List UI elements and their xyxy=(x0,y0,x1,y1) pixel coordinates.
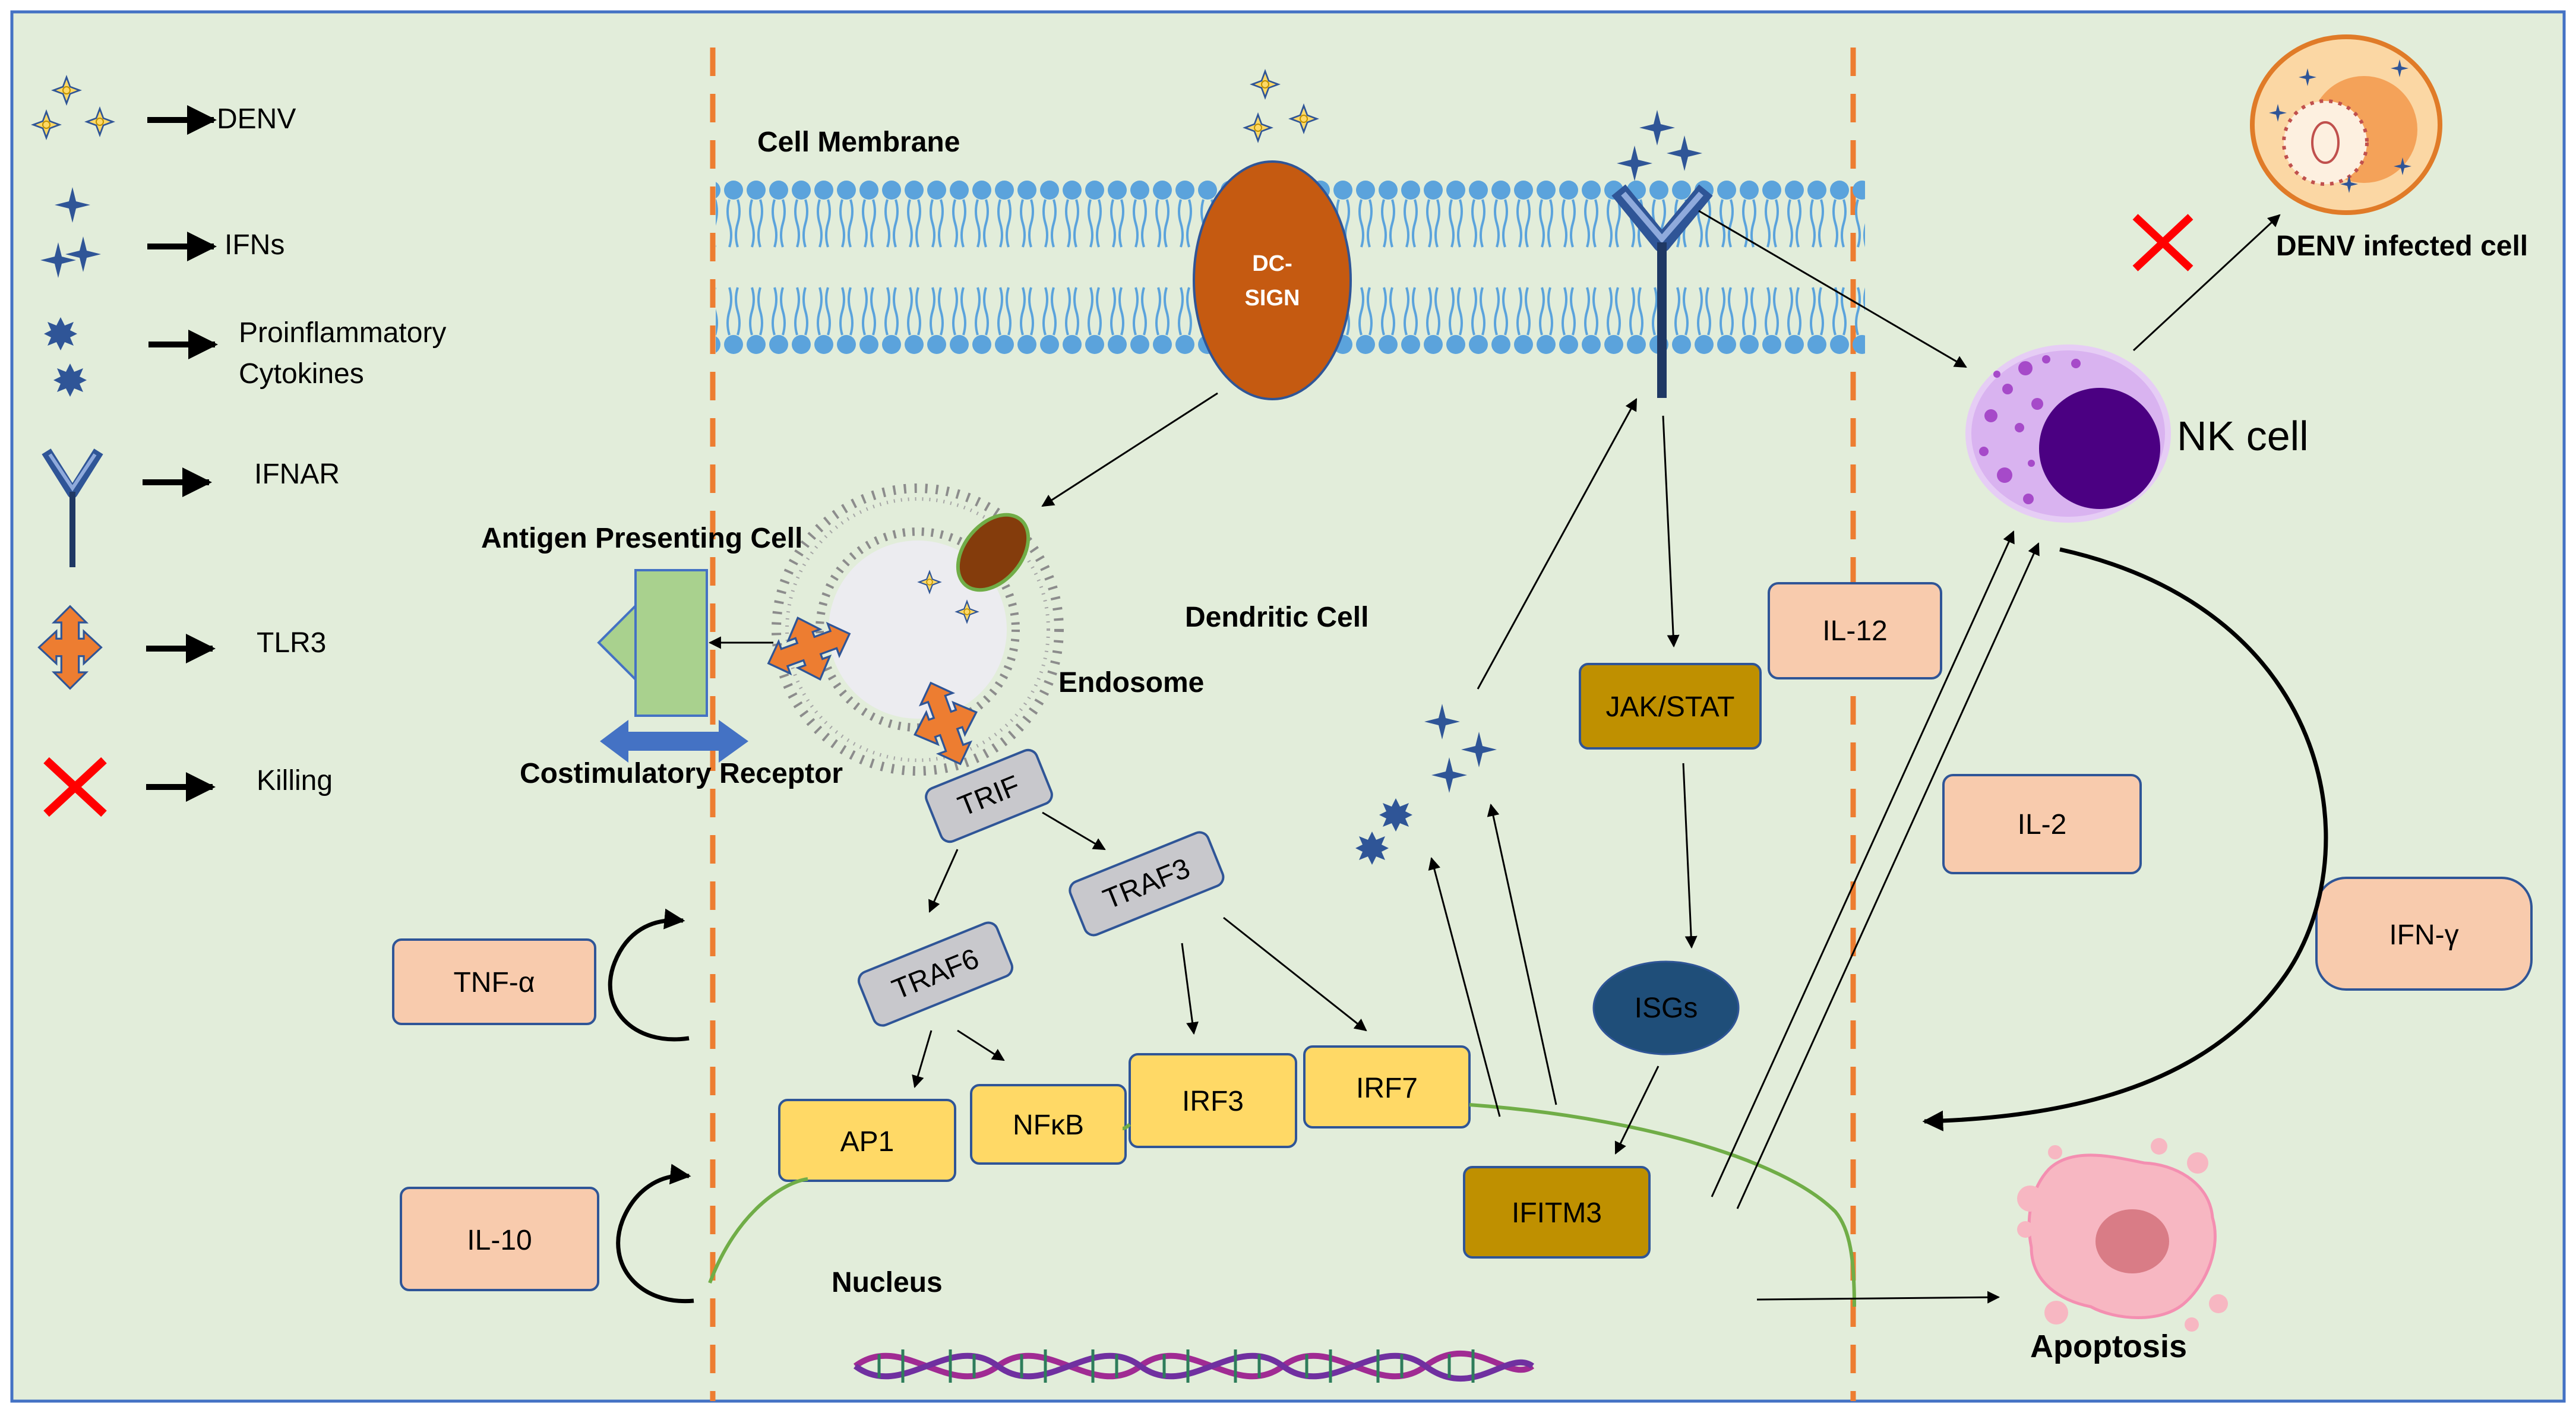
apc-receptor xyxy=(597,569,708,717)
svg-text:IFN-γ: IFN-γ xyxy=(2389,919,2458,951)
node-irf3: IRF3 xyxy=(1129,1053,1297,1148)
arrow-traf6-ap1 xyxy=(912,1030,933,1089)
arrow-dcsign-to-endosome xyxy=(1041,392,1218,507)
dc-sign-receptor xyxy=(1193,160,1352,400)
legend-denv-label: DENV xyxy=(217,103,296,135)
ifnar-receptor xyxy=(1611,184,1713,398)
arrow-to-ifns xyxy=(1487,803,1557,1105)
node-nfkb: NFκB xyxy=(970,1084,1127,1165)
arrow-nk-to-infected xyxy=(2132,214,2281,352)
node-ap1: AP1 xyxy=(778,1099,956,1182)
arrow-trif-traf3 xyxy=(1042,811,1106,851)
svg-text:JAK/STAT: JAK/STAT xyxy=(1606,691,1735,723)
arrow-to-apoptosis xyxy=(1756,1291,2000,1304)
arrow-isgs-ifitm3 xyxy=(1614,1066,1660,1155)
svg-text:NFκB: NFκB xyxy=(1013,1109,1084,1141)
arrow-to-cytokines xyxy=(1428,856,1501,1117)
node-irf7: IRF7 xyxy=(1303,1045,1471,1128)
denv-infected-cell-icon xyxy=(2250,34,2442,215)
costimulatory-label: Costimulatory Receptor xyxy=(520,758,843,789)
svg-text:ISGs: ISGs xyxy=(1635,992,1698,1024)
arrow-nk-ifn-gamma-loop xyxy=(1922,547,2328,1131)
svg-text:IRF3: IRF3 xyxy=(1182,1086,1244,1117)
nk-cell-icon xyxy=(1965,344,2171,523)
nucleus-membrane xyxy=(708,1103,1856,1307)
arrow-trif-traf6 xyxy=(928,849,959,913)
legend: DENV IFNs Proinflammatory Cytokines IFNA… xyxy=(30,74,446,817)
legend-tlr3-label: TLR3 xyxy=(257,627,326,659)
arrow-traf3-irf7 xyxy=(1223,916,1367,1032)
node-trif: TRIF xyxy=(925,748,1053,843)
svg-text:IRF7: IRF7 xyxy=(1356,1073,1418,1104)
arrow-tnf-alpha-loop xyxy=(608,908,690,1042)
node-isgs: ISGs xyxy=(1592,960,1740,1055)
killing-x-icon xyxy=(2132,214,2193,271)
box-ifn-gamma: IFN-γ xyxy=(2315,877,2533,991)
nucleus-label: Nucleus xyxy=(832,1267,943,1298)
dna-helix-icon xyxy=(854,1349,1534,1383)
node-ifitm3: IFITM3 xyxy=(1463,1166,1651,1259)
apoptosis-cell-icon xyxy=(2017,1138,2228,1332)
box-il10: IL-10 xyxy=(400,1187,599,1291)
arrow-traf6-nfkb xyxy=(957,1029,1005,1061)
box-il2: IL-2 xyxy=(1942,774,2142,874)
costimulatory-arrow xyxy=(600,720,748,763)
svg-text:AP1: AP1 xyxy=(840,1126,895,1158)
svg-text:IL-10: IL-10 xyxy=(467,1225,532,1256)
denv-infected-cell-label: DENV infected cell xyxy=(2276,230,2528,262)
legend-killing-label: Killing xyxy=(257,765,333,796)
arrow-ifns-to-ifnar xyxy=(1477,398,1638,690)
svg-text:IFITM3: IFITM3 xyxy=(1512,1197,1602,1229)
arrow-traf3-irf3 xyxy=(1181,943,1199,1035)
arrow-jakstat-isgs xyxy=(1682,763,1698,949)
nk-cell-label: NK cell xyxy=(2177,413,2309,459)
legend-ifnar-label: IFNAR xyxy=(254,459,340,490)
dendritic-cell-label: Dendritic Cell xyxy=(1185,602,1368,633)
dc-sign-label-line2: SIGN xyxy=(1245,286,1300,311)
arrow-to-nk-1 xyxy=(1711,530,2015,1197)
cell-membrane-label: Cell Membrane xyxy=(757,127,960,158)
box-tnf-alpha: TNF-α xyxy=(392,938,596,1025)
arrow-il10-loop xyxy=(616,1164,694,1304)
svg-text:IL-2: IL-2 xyxy=(2018,809,2067,840)
legend-killing-icon xyxy=(43,757,107,817)
dc-sign-label-line1: DC- xyxy=(1252,251,1292,276)
arrow-ifnar-to-nk xyxy=(1698,210,1967,368)
svg-text:TNF-α: TNF-α xyxy=(453,967,535,998)
legend-proinflammatory-label: Proinflammatory xyxy=(239,317,446,349)
apoptosis-label: Apoptosis xyxy=(2030,1329,2187,1364)
svg-text:IL-12: IL-12 xyxy=(1822,615,1887,647)
arrow-ifnar-jakstat xyxy=(1662,415,1680,648)
legend-ifnar-icon xyxy=(42,448,103,567)
box-il12: IL-12 xyxy=(1768,582,1942,679)
endosome-label: Endosome xyxy=(1058,667,1204,698)
legend-cytokines-label: Cytokines xyxy=(239,358,364,390)
apc-label: Antigen Presenting Cell xyxy=(481,523,802,554)
legend-ifns-label: IFNs xyxy=(225,229,285,261)
node-jak-stat: JAK/STAT xyxy=(1579,663,1762,750)
arrow-to-nk-2 xyxy=(1736,542,2040,1209)
